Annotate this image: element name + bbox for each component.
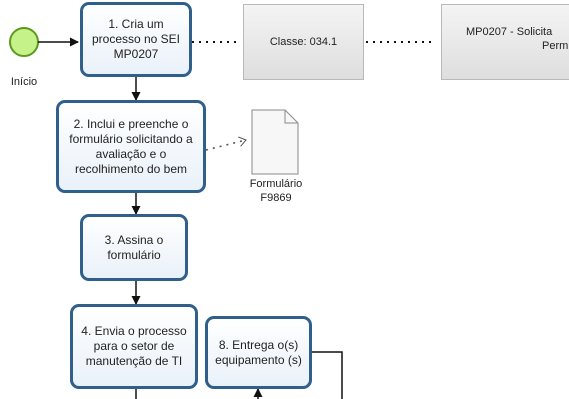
start-event-circle[interactable] [9,27,39,57]
document-icon [251,109,299,175]
annotation-classe: Classe: 034.1 [243,4,364,80]
association-task2-document [205,140,246,151]
start-event-label: Início [10,76,38,88]
task-deliver-equipment[interactable]: 8. Entrega o(s) equipamento (s) [205,316,312,389]
task-create-sei-process[interactable]: 1. Cria um processo no SEI MP0207 [80,2,192,77]
document-label-line2: F9869 [260,192,292,204]
document-label-line1: Formulário [249,178,303,190]
task-fill-form[interactable]: 2. Inclui e preenche o formulário solici… [56,100,206,193]
task-sign-form[interactable]: 3. Assina o formulário [80,214,188,281]
annotation-mp0207-line1: MP0207 - Solicita [466,26,553,38]
flow-task8-out [312,351,343,399]
annotation-mp0207-line2: Perm [542,40,569,52]
document-corner-fold [284,110,298,124]
document-label: Formulário F9869 [236,177,316,205]
task-send-to-it[interactable]: 4. Envia o processo para o setor de manu… [70,304,198,389]
annotation-mp0207: MP0207 - Solicita Perm [441,4,569,80]
